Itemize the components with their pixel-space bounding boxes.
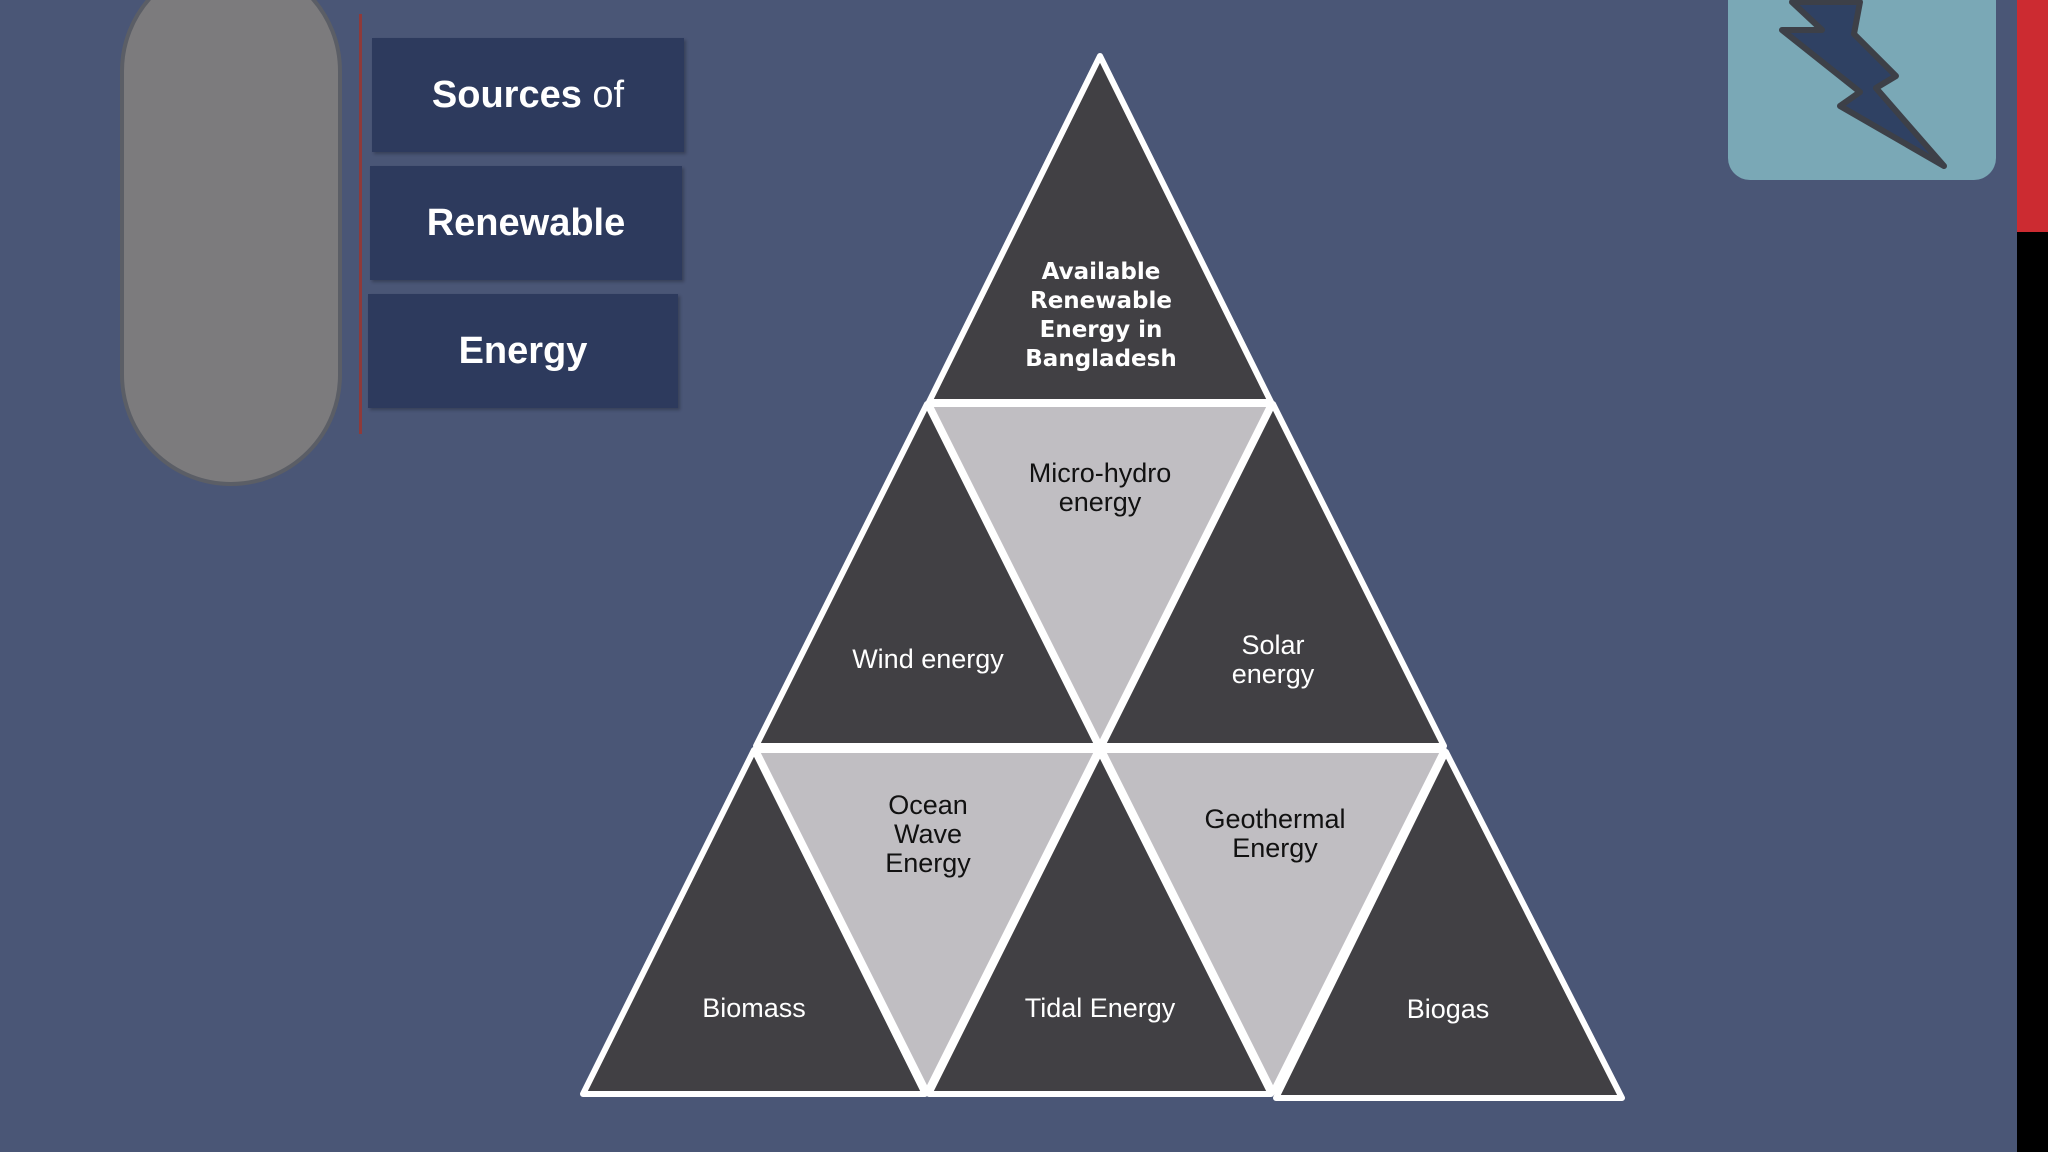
label-biogas: Biogas [1406,994,1490,1024]
label-geothermal: Geothermal Energy [1204,804,1346,863]
label-available-renewable: Available Renewable Energy in Bangladesh [1025,259,1177,372]
tri-geothermal [1099,747,1447,1095]
label-biomass: Biomass [702,993,806,1023]
tri-biogas [1273,749,1625,1101]
side-accent-black [2017,232,2048,1152]
title-word-of: of [581,73,625,116]
label-ocean-wave: Ocean Wave Energy [885,790,971,878]
side-accent-red [2017,0,2048,232]
lightning-bolt-icon [1779,0,1947,169]
title-line-3: Energy [368,294,678,408]
tri-solar [1099,401,1447,749]
title-word-sources: Sources [431,73,582,116]
title-line-2: Renewable [370,166,682,280]
label-micro-hydro: Micro-hydro energy [1028,458,1172,517]
label-wind: Wind energy [852,644,1004,674]
decorative-capsule [120,0,342,486]
bolt-card [1728,0,1996,180]
title-word-energy: Energy [458,329,588,372]
accent-line [359,14,362,434]
label-tidal: Tidal Energy [1024,993,1176,1023]
title-word-renewable: Renewable [426,201,626,244]
label-solar: Solar energy [1231,630,1315,689]
title-line-1: Sources of [372,38,684,152]
